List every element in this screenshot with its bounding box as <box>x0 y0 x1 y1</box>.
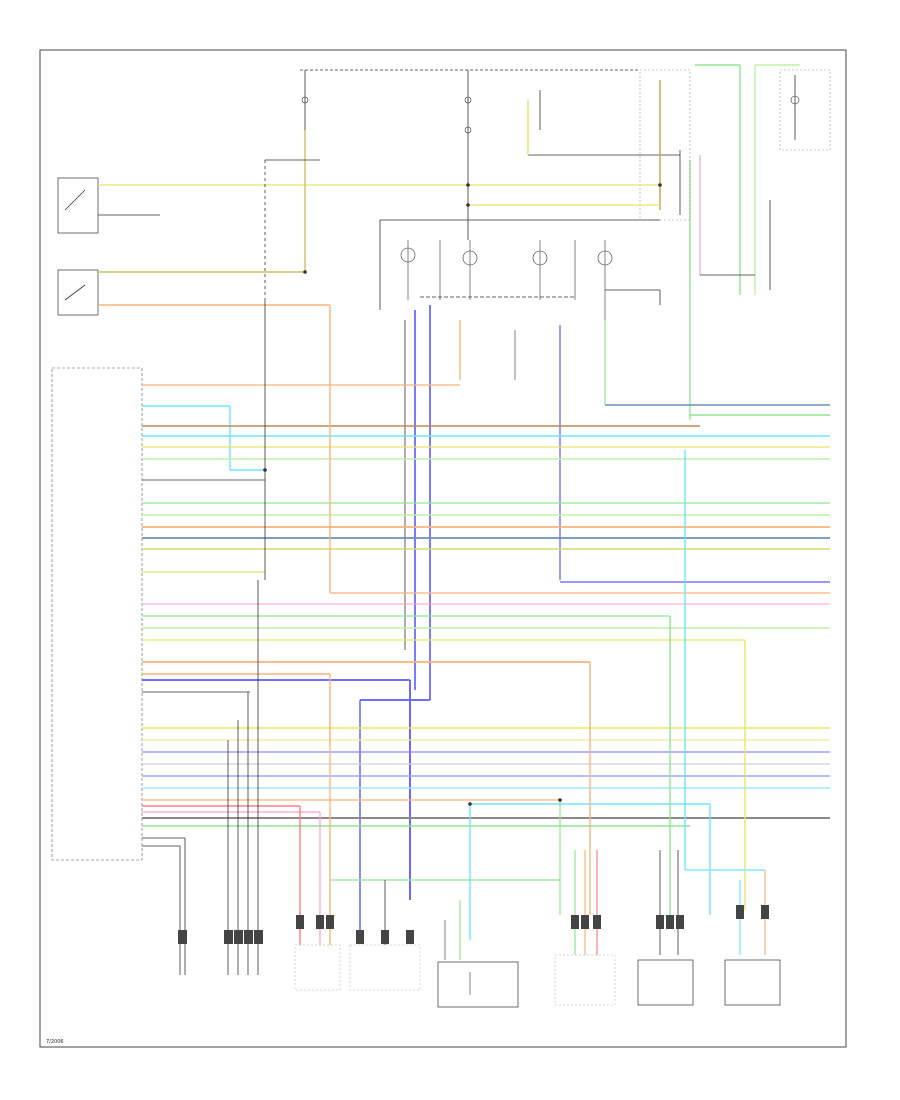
terminal <box>224 930 233 944</box>
sensor-group <box>379 219 661 700</box>
footer-code: 7/2006 <box>46 1039 64 1045</box>
terminal <box>761 905 769 919</box>
splice <box>466 183 470 187</box>
terminal <box>593 915 601 929</box>
splice <box>468 802 472 806</box>
neutral-switch-contact <box>64 284 86 301</box>
terminal <box>406 930 414 944</box>
terminal <box>656 915 664 929</box>
main-relay-box <box>639 69 691 221</box>
terminal <box>581 915 589 929</box>
splice <box>558 798 562 802</box>
diagram-frame <box>39 49 847 1048</box>
terminal <box>571 915 579 929</box>
pcm-wires <box>142 384 830 940</box>
ignition-switch-contact <box>64 189 86 211</box>
ignition-switch-area <box>57 130 660 316</box>
right-relay-box <box>779 69 831 151</box>
terminal <box>676 915 684 929</box>
component-box-b <box>637 959 694 1006</box>
pcm-connector-block <box>51 367 143 861</box>
splice <box>263 468 267 472</box>
component-box-d <box>554 954 616 1006</box>
terminal <box>178 930 187 944</box>
terminal <box>326 915 334 929</box>
right-vertical-runs <box>264 300 830 940</box>
terminal <box>234 930 243 944</box>
bottom-drops <box>179 580 766 975</box>
component-box-e <box>349 944 421 991</box>
connector-terminals <box>178 905 769 944</box>
terminal <box>316 915 324 929</box>
fuse-icon-1 <box>301 96 309 104</box>
terminal <box>381 930 389 944</box>
terminal <box>244 930 253 944</box>
terminal <box>254 930 263 944</box>
component-box-a <box>437 961 519 1008</box>
relay-icon-1 <box>790 95 800 105</box>
terminal <box>356 930 364 944</box>
neutral-switch-box <box>57 269 99 316</box>
terminal <box>666 915 674 929</box>
splice <box>303 270 307 274</box>
splice-points <box>263 183 662 806</box>
fuse-block-area <box>300 64 831 420</box>
splice <box>658 183 662 187</box>
splice <box>466 203 470 207</box>
pcm-box <box>51 367 143 861</box>
component-box-f <box>294 944 341 991</box>
bottom-components <box>294 944 781 1008</box>
fuse-icon-3 <box>464 126 472 134</box>
component-box-c <box>724 959 781 1006</box>
terminal <box>736 905 744 919</box>
fuse-icon-2 <box>464 96 472 104</box>
terminal <box>296 915 304 929</box>
ignition-switch-box <box>57 177 99 234</box>
